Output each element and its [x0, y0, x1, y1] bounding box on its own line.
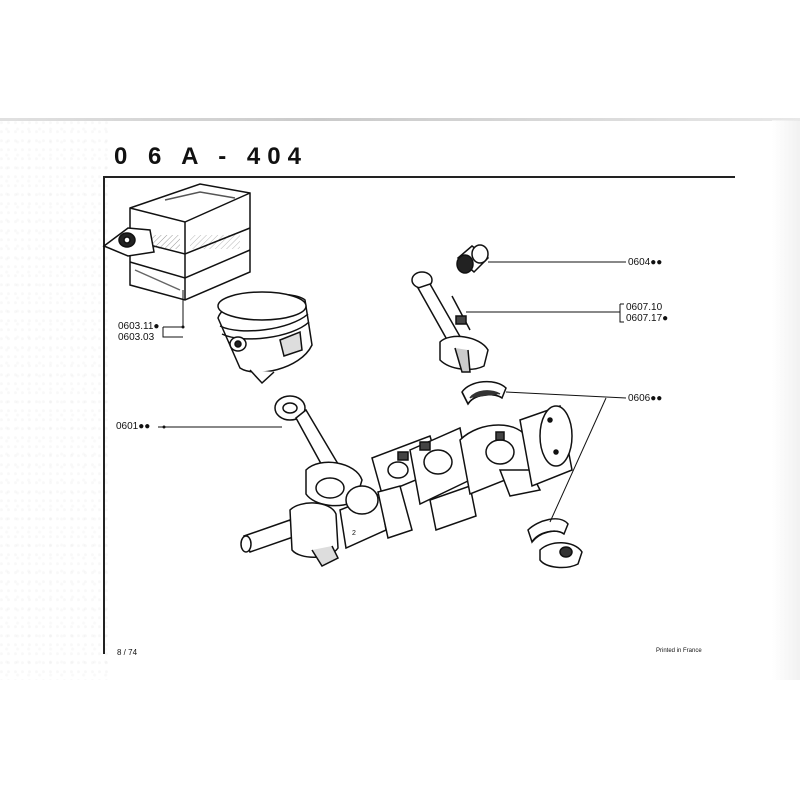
callout-piston-line2: 0603.03 [118, 332, 155, 343]
crank-marker: 2 [352, 530, 356, 537]
page-number: 8 / 74 [117, 648, 138, 657]
callout-connecting-rod-line1: 0601●● [116, 421, 151, 432]
piston [217, 291, 313, 385]
ring-box-tab [102, 227, 155, 257]
callout-rod-bolt-line1: 0607.10 [626, 302, 663, 313]
scan-noise-right [772, 120, 800, 680]
callout-rod-bolt: 0607.10 0607.17● [626, 302, 668, 324]
callout-connecting-rod: 0601●● [116, 421, 150, 432]
scan-edge [0, 118, 800, 121]
callout-piston-line1: 0603.11● [118, 321, 160, 332]
callout-bearing-shell: 0606●● [628, 393, 662, 404]
callout-bearing-shell-line1: 0606●● [628, 393, 663, 404]
callout-rod-bolt-line2: 0607.17● [626, 313, 669, 324]
connecting-rod-small [411, 271, 489, 373]
leader-dots [162, 325, 185, 429]
callout-bushing: 0604●● [628, 257, 662, 268]
small-end-bushing [456, 244, 490, 274]
page-title: 0 6 A - 404 [114, 143, 308, 170]
drawing-frame [103, 176, 735, 654]
callout-bushing-line1: 0604●● [628, 257, 663, 268]
piston-ring-box [129, 183, 251, 301]
crankshaft [240, 405, 573, 567]
bearing-shell-upper [461, 380, 507, 406]
bearing-shell-lower [527, 518, 583, 569]
printed-note: Printed in France [656, 648, 702, 654]
scan-noise-left [0, 120, 110, 680]
callout-piston: 0603.11● 0603.03 [118, 321, 159, 343]
